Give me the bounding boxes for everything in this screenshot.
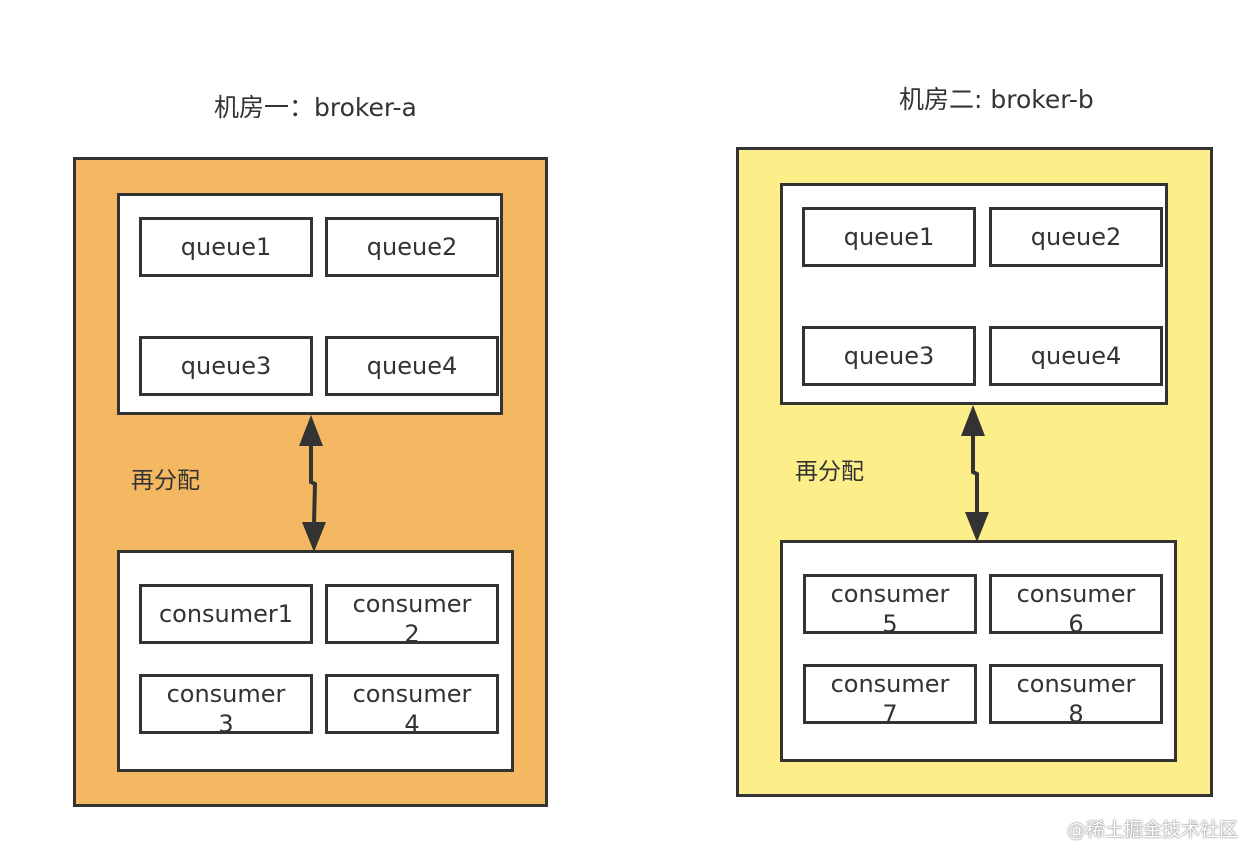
room-a-consumer1: consumer1: [139, 584, 313, 644]
room-b-consumer8-line1: consumer: [1016, 670, 1136, 698]
room-a-queue1: queue1: [139, 217, 313, 277]
room-b-consumer5-line1: consumer: [830, 580, 950, 608]
room-b-queue-panel: queue1 queue2 queue3 queue4: [780, 183, 1168, 405]
room-b-bidirectional-arrow-icon: [961, 405, 989, 542]
room-b-consumer-panel: consumer 5 consumer 6 consumer 7 consume…: [780, 540, 1177, 762]
room-b-consumer8: consumer 8: [989, 664, 1163, 724]
room-b-queue1: queue1: [802, 207, 976, 267]
room-a-consumer2-line2: 2: [404, 620, 420, 644]
room-b-consumer5-line2: 5: [882, 610, 898, 634]
room-a-consumer2-line1: consumer: [352, 590, 472, 618]
room-a-queue-panel: queue1 queue2 queue3 queue4: [117, 193, 503, 415]
room-b-consumer7: consumer 7: [803, 664, 977, 724]
room-a-consumer-panel: consumer1 consumer 2 consumer 3 consumer…: [117, 550, 514, 772]
room-b-consumer6-line1: consumer: [1016, 580, 1136, 608]
room-b-title: 机房二: broker-b: [899, 85, 1094, 114]
room-b-consumer7-line2: 7: [882, 700, 898, 724]
room-b-queue2: queue2: [989, 207, 1163, 267]
room-a-queue3: queue3: [139, 336, 313, 396]
watermark: @稀土掘金技术社区: [1066, 819, 1238, 841]
room-b-consumer6: consumer 6: [989, 574, 1163, 634]
room-a-consumer4: consumer 4: [325, 674, 499, 734]
room-b-queue3: queue3: [802, 326, 976, 386]
room-a-consumer3-line2: 3: [218, 710, 234, 734]
room-a-queue4: queue4: [325, 336, 499, 396]
room-a-consumer1-label: consumer1: [158, 600, 294, 628]
room-a-consumer4-line2: 4: [404, 710, 420, 734]
room-a-consumer2: consumer 2: [325, 584, 499, 644]
room-a-queue2: queue2: [325, 217, 499, 277]
room-b-queue4: queue4: [989, 326, 1163, 386]
room-b-realloc-label: 再分配: [795, 459, 864, 485]
room-b-consumer5: consumer 5: [803, 574, 977, 634]
room-b-consumer7-line1: consumer: [830, 670, 950, 698]
room-b-consumer6-line2: 6: [1068, 610, 1084, 634]
room-a-consumer4-line1: consumer: [352, 680, 472, 708]
room-a-realloc-label: 再分配: [131, 468, 200, 494]
room-a-bidirectional-arrow-icon: [299, 415, 326, 552]
room-a-consumer3: consumer 3: [139, 674, 313, 734]
room-a-title: 机房一：broker-a: [214, 93, 417, 122]
room-a-consumer3-line1: consumer: [166, 680, 286, 708]
room-b-consumer8-line2: 8: [1068, 700, 1084, 724]
